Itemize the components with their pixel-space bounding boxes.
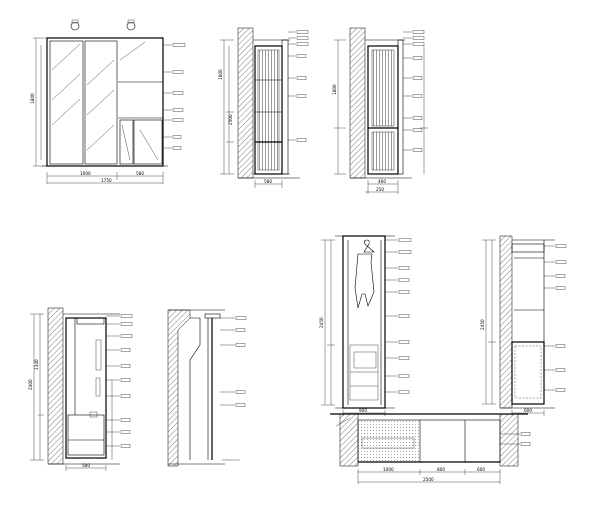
dim-d-left-top: 1340 bbox=[34, 359, 39, 370]
dim-c-bottom-b: 250 bbox=[376, 187, 384, 192]
leaders-g bbox=[544, 244, 567, 392]
dim-b-bottom: 580 bbox=[264, 179, 272, 184]
leaders-c bbox=[403, 30, 425, 152]
dim-a-bottom-1: 1000 bbox=[80, 171, 91, 176]
elevation-d: 1340 2400 580 bbox=[28, 307, 133, 471]
dim-h-total: 2500 bbox=[423, 477, 434, 482]
section-e bbox=[167, 309, 247, 467]
elevation-a-front: 1800 1000 580 1750 bbox=[30, 19, 186, 184]
section-b: 1800 2500 580 bbox=[218, 27, 309, 188]
dim-f-bottom: 900 bbox=[359, 408, 367, 413]
leaders-a bbox=[163, 43, 186, 150]
dim-b-left-tall: 2500 bbox=[228, 114, 233, 125]
dim-f-left: 2450 bbox=[319, 317, 324, 328]
leaders-d bbox=[106, 314, 133, 448]
leaders-b bbox=[288, 30, 309, 142]
leaders-e bbox=[220, 316, 247, 407]
section-g: 2450 600 bbox=[480, 235, 567, 416]
dim-d-left-mid: 2400 bbox=[28, 379, 33, 390]
dim-h-bottom-3: 600 bbox=[477, 467, 485, 472]
dim-h-bottom-1: 1000 bbox=[383, 467, 394, 472]
section-f: 2450 900 bbox=[319, 235, 412, 416]
dim-b-left: 1800 bbox=[218, 69, 223, 80]
dim-g-bottom: 600 bbox=[524, 408, 532, 413]
dim-a-total: 1750 bbox=[101, 178, 112, 183]
dim-a-bottom-2: 580 bbox=[136, 171, 144, 176]
dim-g-left: 2450 bbox=[480, 319, 485, 330]
dim-c-bottom-a: 460 bbox=[378, 179, 386, 184]
hanger-icon bbox=[354, 239, 375, 309]
plan-section-h: 1000 800 600 2500 bbox=[330, 413, 531, 484]
section-c: 1800 460 250 bbox=[332, 27, 428, 194]
dim-d-bottom: 580 bbox=[82, 463, 90, 468]
leaders-f bbox=[385, 238, 412, 394]
dim-c-left-tall: 1800 bbox=[332, 84, 337, 95]
dim-a-left: 1800 bbox=[30, 93, 35, 104]
dim-h-bottom-2: 800 bbox=[437, 467, 445, 472]
